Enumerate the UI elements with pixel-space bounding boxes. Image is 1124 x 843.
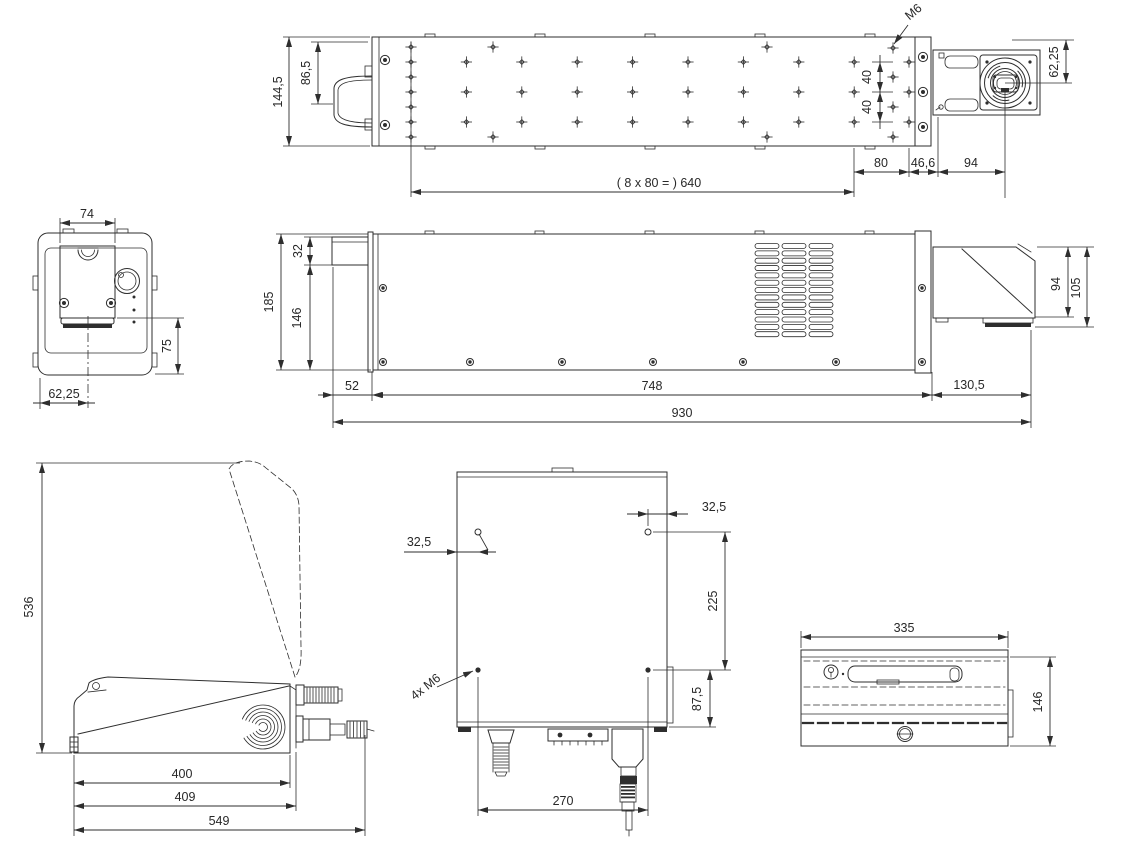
view-marking-unit-top: 144,5 86,5 40 40 M6 62,25 80 xyxy=(271,1,1074,198)
handle-recess xyxy=(847,665,963,683)
beam-aperture xyxy=(60,317,115,325)
screw-icon xyxy=(918,284,926,292)
cable-gland-bottom xyxy=(487,729,515,777)
m6-hole xyxy=(474,528,482,536)
dim-label: 80 xyxy=(874,156,888,170)
screw-icon xyxy=(917,86,929,98)
mount-ears xyxy=(32,228,158,368)
dim-label: 32 xyxy=(291,244,305,258)
scan-head-top xyxy=(932,49,1041,116)
view-supply-unit-rear: 335 146 xyxy=(800,621,1056,747)
dim-label: ( 8 x 80 = ) 640 xyxy=(617,176,701,190)
screw-icon xyxy=(105,297,117,309)
dim-label: 94 xyxy=(1049,277,1063,291)
dim-label: 335 xyxy=(894,621,915,635)
dim-label: 225 xyxy=(706,591,720,612)
scan-head-side xyxy=(932,243,1036,327)
screw-icon xyxy=(649,358,657,366)
mount-bracket xyxy=(333,75,373,128)
screw-icon xyxy=(832,358,840,366)
dim-label: 32,5 xyxy=(702,500,726,514)
lock-icon xyxy=(823,664,845,680)
dims-supply-unit-side: 536 400 409 549 xyxy=(22,462,366,836)
dim-label: 62,25 xyxy=(48,387,79,401)
dims-marking-unit-side: 185 32 146 52 748 130,5 930 94 xyxy=(262,233,1094,428)
body-tabs xyxy=(424,230,875,235)
dim-label: 748 xyxy=(642,379,663,393)
body-tabs xyxy=(424,33,876,150)
rail-hook-top xyxy=(364,65,373,78)
supply-connector xyxy=(295,715,375,743)
dim-label: 146 xyxy=(290,308,304,329)
vent-grille xyxy=(754,243,834,338)
view-supply-unit-bottom: 4x M6 32,5 32,5 225 87,5 270 xyxy=(404,467,731,837)
dim-label: 270 xyxy=(553,794,574,808)
m6-hole-grid xyxy=(405,41,915,143)
dim-label: 46,6 xyxy=(911,156,935,170)
screw-icon xyxy=(466,358,474,366)
m6-hole xyxy=(475,667,481,673)
dims-supply-unit-rear: 335 146 xyxy=(800,621,1056,747)
view-supply-unit-side: 536 400 409 549 xyxy=(22,460,375,836)
dim-label: 130,5 xyxy=(953,378,984,392)
dim-label: 94 xyxy=(964,156,978,170)
cable-gland xyxy=(295,684,343,706)
open-lid-outline xyxy=(228,460,302,678)
terminal-bracket xyxy=(547,728,609,746)
screw-icon xyxy=(918,358,926,366)
screw-icon xyxy=(739,358,747,366)
dim-label: 75 xyxy=(160,339,174,353)
dim-label: 40 xyxy=(860,70,874,84)
screw-icon xyxy=(917,121,929,133)
rail-hook-bottom xyxy=(364,118,373,131)
dim-label: 400 xyxy=(172,767,193,781)
screw-icon xyxy=(379,54,391,66)
dim-label: 62,25 xyxy=(1047,46,1061,77)
focus-knob xyxy=(114,268,140,294)
screw-icon xyxy=(896,726,914,742)
dim-label: 549 xyxy=(209,814,230,828)
supply-body-outline xyxy=(73,676,291,754)
dim-label: 146 xyxy=(1031,692,1045,713)
dim-label: 185 xyxy=(262,292,276,313)
screw-icon xyxy=(379,119,391,131)
dim-label: 52 xyxy=(345,379,359,393)
screw-icon xyxy=(379,284,387,292)
dims-marking-head-front: 74 75 62,25 xyxy=(33,207,184,409)
view-marking-head-front: 74 75 62,25 xyxy=(32,207,184,409)
latch xyxy=(92,682,100,690)
dim-label: 409 xyxy=(175,790,196,804)
pilot-lens xyxy=(77,249,99,261)
dims-marking-unit-top: 144,5 86,5 40 40 M6 62,25 80 xyxy=(271,1,1074,197)
dim-label: 87,5 xyxy=(690,687,704,711)
screw-icon xyxy=(58,297,70,309)
dim-label: 930 xyxy=(672,406,693,420)
dim-label-m6: M6 xyxy=(902,1,924,23)
dim-label: 536 xyxy=(22,597,36,618)
dim-label: 74 xyxy=(80,207,94,221)
dims-supply-unit-bottom: 4x M6 32,5 32,5 225 87,5 270 xyxy=(404,500,731,816)
screw-icon xyxy=(558,358,566,366)
rail-bracket xyxy=(331,236,369,266)
dim-label: 105 xyxy=(1069,278,1083,299)
screw-icon xyxy=(379,358,387,366)
mains-connector xyxy=(611,728,644,837)
front-plate xyxy=(58,245,117,328)
view-marking-unit-side: 185 32 146 52 748 130,5 930 94 xyxy=(262,230,1094,428)
m6-hole xyxy=(644,528,652,536)
m6-hole xyxy=(645,667,651,673)
dim-label: 32,5 xyxy=(407,535,431,549)
screw-icon xyxy=(917,51,929,63)
dim-label: 144,5 xyxy=(271,76,285,107)
dim-label: 40 xyxy=(860,100,874,114)
dim-label: 86,5 xyxy=(299,61,313,85)
